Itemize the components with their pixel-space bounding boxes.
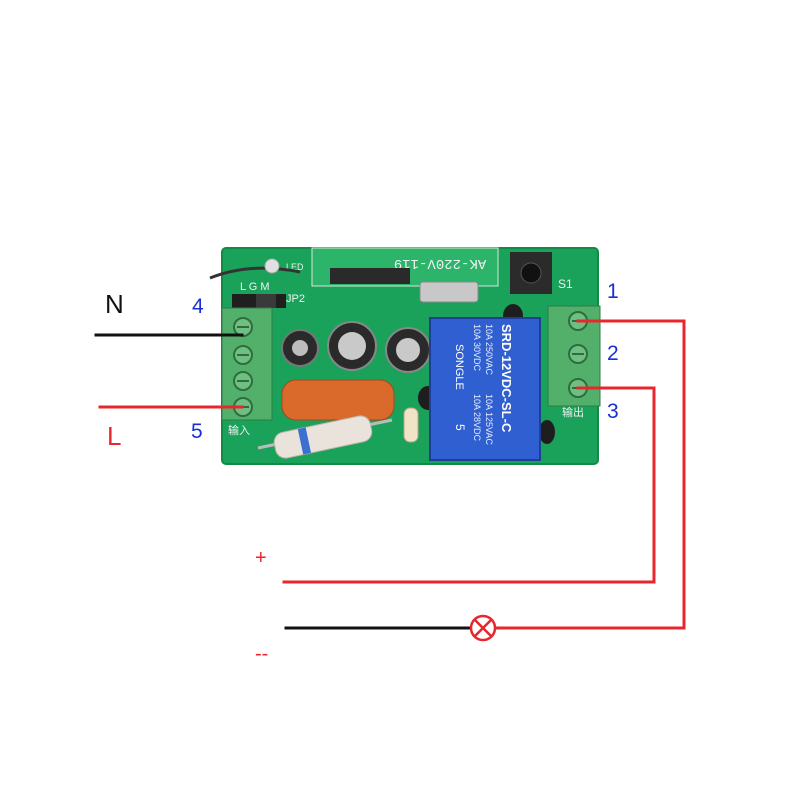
svg-text:SRD-12VDC-SL-C: SRD-12VDC-SL-C [499,324,514,433]
rf-module: AK-220V-119 [311,247,499,303]
svg-text:5: 5 [453,424,467,431]
output-wire-1 [494,319,686,630]
plus-label: + [255,547,267,569]
terminal-label-3: 3 [607,400,619,423]
input-terminal-block: 输入 [221,307,273,437]
lamp-icon [469,614,497,642]
resistor [257,415,393,459]
relay: SRD-12VDC-SL-C 10A 250VAC 10A 125VAC 10A… [429,317,541,461]
neutral-label: N [105,289,124,319]
svg-text:10A 28VDC: 10A 28VDC [472,394,482,442]
svg-text:L G M: L G M [240,281,270,293]
minus-label: -- [255,643,269,665]
antenna-wire [209,266,301,280]
terminal-label-5: 5 [191,420,203,443]
output-label: 输出 [562,405,584,419]
svg-text:10A 30VDC: 10A 30VDC [472,324,482,372]
svg-text:S1: S1 [558,277,573,291]
output-wire-3 [282,386,656,584]
capacitors [281,321,431,373]
button-s1: S1 [510,252,573,294]
wires [94,319,686,630]
film-capacitor [281,379,395,421]
terminal-label-4: 4 [192,295,204,318]
svg-text:10A 125VAC: 10A 125VAC [484,394,494,445]
terminal-label-1: 1 [607,280,619,303]
live-label: L [107,421,122,451]
output-terminal-block: 输出 [547,305,601,419]
terminal-label-2: 2 [607,342,619,365]
receiver-board: AK-220V-119 LED L G M JP2 S1 [209,247,601,465]
model-text: AK-220V-119 [394,255,486,271]
input-label: 输入 [228,423,250,437]
led-label: LED [286,262,304,272]
jumper-jp2: L G M JP2 [232,281,305,308]
jumper-id: JP2 [286,293,305,305]
svg-text:SONGLE: SONGLE [453,344,465,390]
svg-text:10A 250VAC: 10A 250VAC [484,324,494,375]
